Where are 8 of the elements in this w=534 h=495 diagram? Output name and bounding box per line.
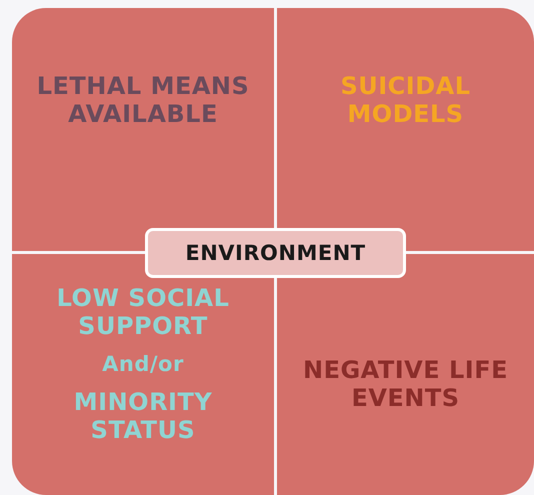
quadrant-label: NEGATIVE LIFE EVENTS [302,356,510,412]
quadrant-label: MINORITY STATUS [72,388,214,444]
center-label-box [145,228,406,278]
center-label: ENVIRONMENT [185,241,366,265]
quadrant-label: LOW SOCIAL SUPPORT [56,284,230,340]
quadrant-label: SUICIDAL MODELS [339,72,472,128]
quadrant-label: LETHAL MEANS AVAILABLE [36,72,250,128]
quadrant-label: And/or [101,351,185,378]
